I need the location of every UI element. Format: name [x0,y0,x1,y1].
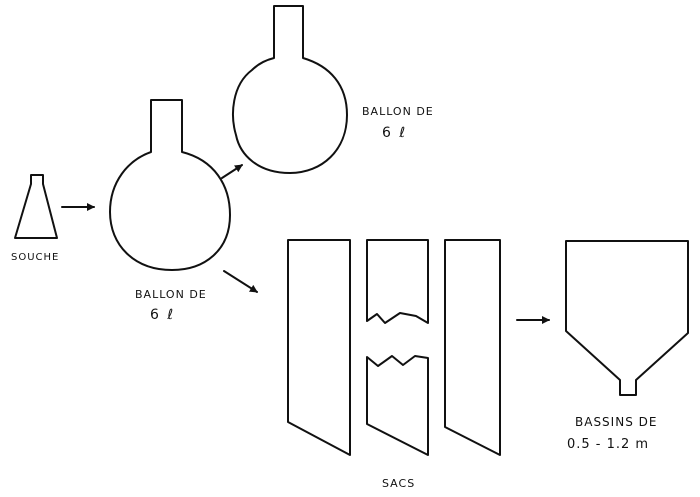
souche-flask-icon [14,174,58,239]
bassins-label-line2: 0.5 - 1.2 m [567,437,650,452]
ballon2-flask-icon [232,5,348,174]
sacs-label: SACS [382,477,416,490]
ballon1-label-line1: BALLON DE [135,288,207,301]
ballon1-flask-icon [109,99,231,271]
sac-1-icon [287,239,351,456]
arrow-ballon1-to-sacs [223,270,258,293]
sac-2-top-icon [366,239,429,324]
sac-3-icon [444,239,501,456]
souche-label: SOUCHE [11,252,60,263]
bassins-label-line1: BASSINS DE [575,415,658,429]
ballon1-label-line2: 6 ℓ [150,307,176,323]
ballon2-label-line1: BALLON DE [362,105,434,118]
arrow-ballon1-to-ballon2 [221,164,243,179]
bassin-tank-icon [565,240,689,396]
ballon2-label-line2: 6 ℓ [382,125,408,141]
sac-2-bottom-icon [366,355,429,456]
sacs-group [287,239,501,456]
